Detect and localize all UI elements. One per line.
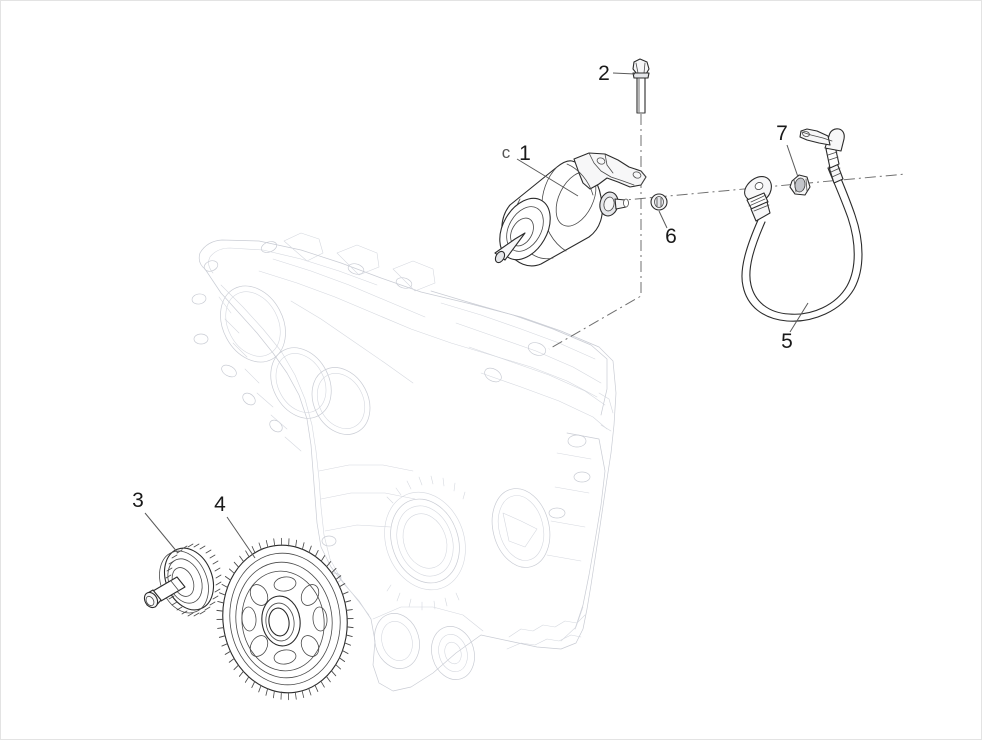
centerline-bolt-axis (548, 93, 642, 350)
part-terminal-washer (650, 193, 668, 211)
leader-line-5 (789, 302, 809, 333)
callout-3-number: 3 (132, 489, 144, 512)
callout-1-prefix-mark: c (502, 143, 511, 162)
leader-line-1 (516, 158, 579, 197)
callout-4[interactable]: 4 (214, 493, 256, 559)
leader-line-6 (658, 210, 668, 229)
callout-2[interactable]: 2 (598, 62, 636, 85)
leader-line-2 (612, 72, 636, 75)
callout-2-number: 2 (598, 62, 610, 85)
callout-3[interactable]: 3 (132, 489, 179, 554)
callout-1-number: 1 (519, 142, 531, 165)
leader-line-7 (786, 144, 799, 178)
part-flange-bolt (632, 58, 650, 114)
leader-line-3 (144, 512, 179, 554)
callout-5[interactable]: 5 (781, 302, 809, 353)
part-starter-cable (741, 128, 863, 322)
part-starter-pinion-gear (143, 543, 222, 617)
cable-terminal-left (744, 176, 772, 222)
part-starter-motor (494, 152, 647, 267)
part-starter-ring-gear (216, 537, 354, 701)
part-terminal-hex-nut (789, 174, 811, 196)
callout-6[interactable]: 6 (658, 210, 677, 248)
cable-terminal-right (799, 128, 845, 184)
callout-7[interactable]: 7 (776, 122, 799, 178)
callout-5-number: 5 (781, 330, 793, 353)
callout-7-number: 7 (776, 122, 788, 145)
callout-1[interactable]: c 1 (502, 142, 579, 197)
ring-gear-holes (241, 576, 328, 665)
callout-6-number: 6 (665, 225, 677, 248)
pinion-teeth (159, 543, 222, 617)
ring-gear-teeth (216, 537, 354, 701)
callout-4-number: 4 (214, 493, 226, 516)
leader-line-4 (226, 516, 256, 559)
